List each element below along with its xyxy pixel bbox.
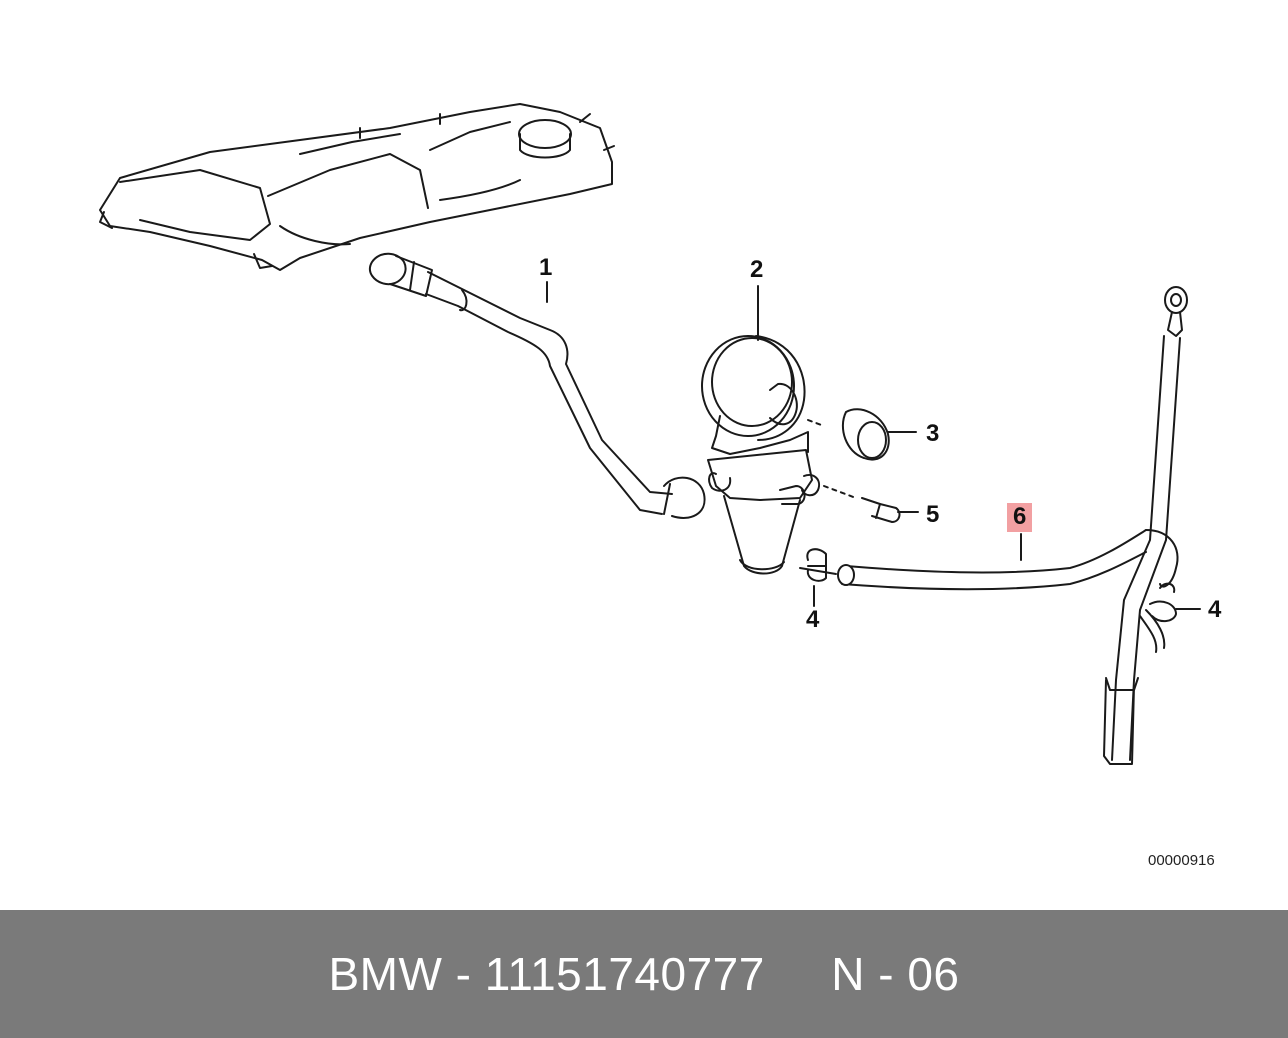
dipstick-tube-illustration (1103, 286, 1201, 765)
parts-diagram: 1 2 3 4 5 6 4 00000916 (99, 103, 1222, 869)
diagram-reference-code: 00000916 (1148, 852, 1215, 869)
hose-6-illustration (837, 529, 1179, 591)
bolt-5-illustration (823, 485, 919, 523)
callout-6-highlighted[interactable]: 6 (1007, 503, 1033, 532)
footer-bar: BMW - 11151740777 N - 06 (0, 910, 1288, 1038)
oil-separator-illustration (701, 285, 820, 575)
callout-4b[interactable]: 4 (1208, 596, 1222, 623)
hose-1-illustration (368, 252, 706, 519)
callout-1[interactable]: 1 (539, 254, 553, 281)
clamp-4a-illustration (799, 548, 837, 607)
callout-3[interactable]: 3 (926, 420, 940, 447)
callout-5[interactable]: 5 (926, 501, 940, 528)
valve-cover-illustration (99, 103, 615, 271)
diagram-drawing (99, 103, 1201, 765)
callout-4a[interactable]: 4 (806, 606, 820, 633)
grommet-3-illustration (807, 408, 917, 461)
callout-2[interactable]: 2 (750, 256, 764, 283)
part-number-caption: BMW - 11151740777 N - 06 (328, 948, 960, 1000)
